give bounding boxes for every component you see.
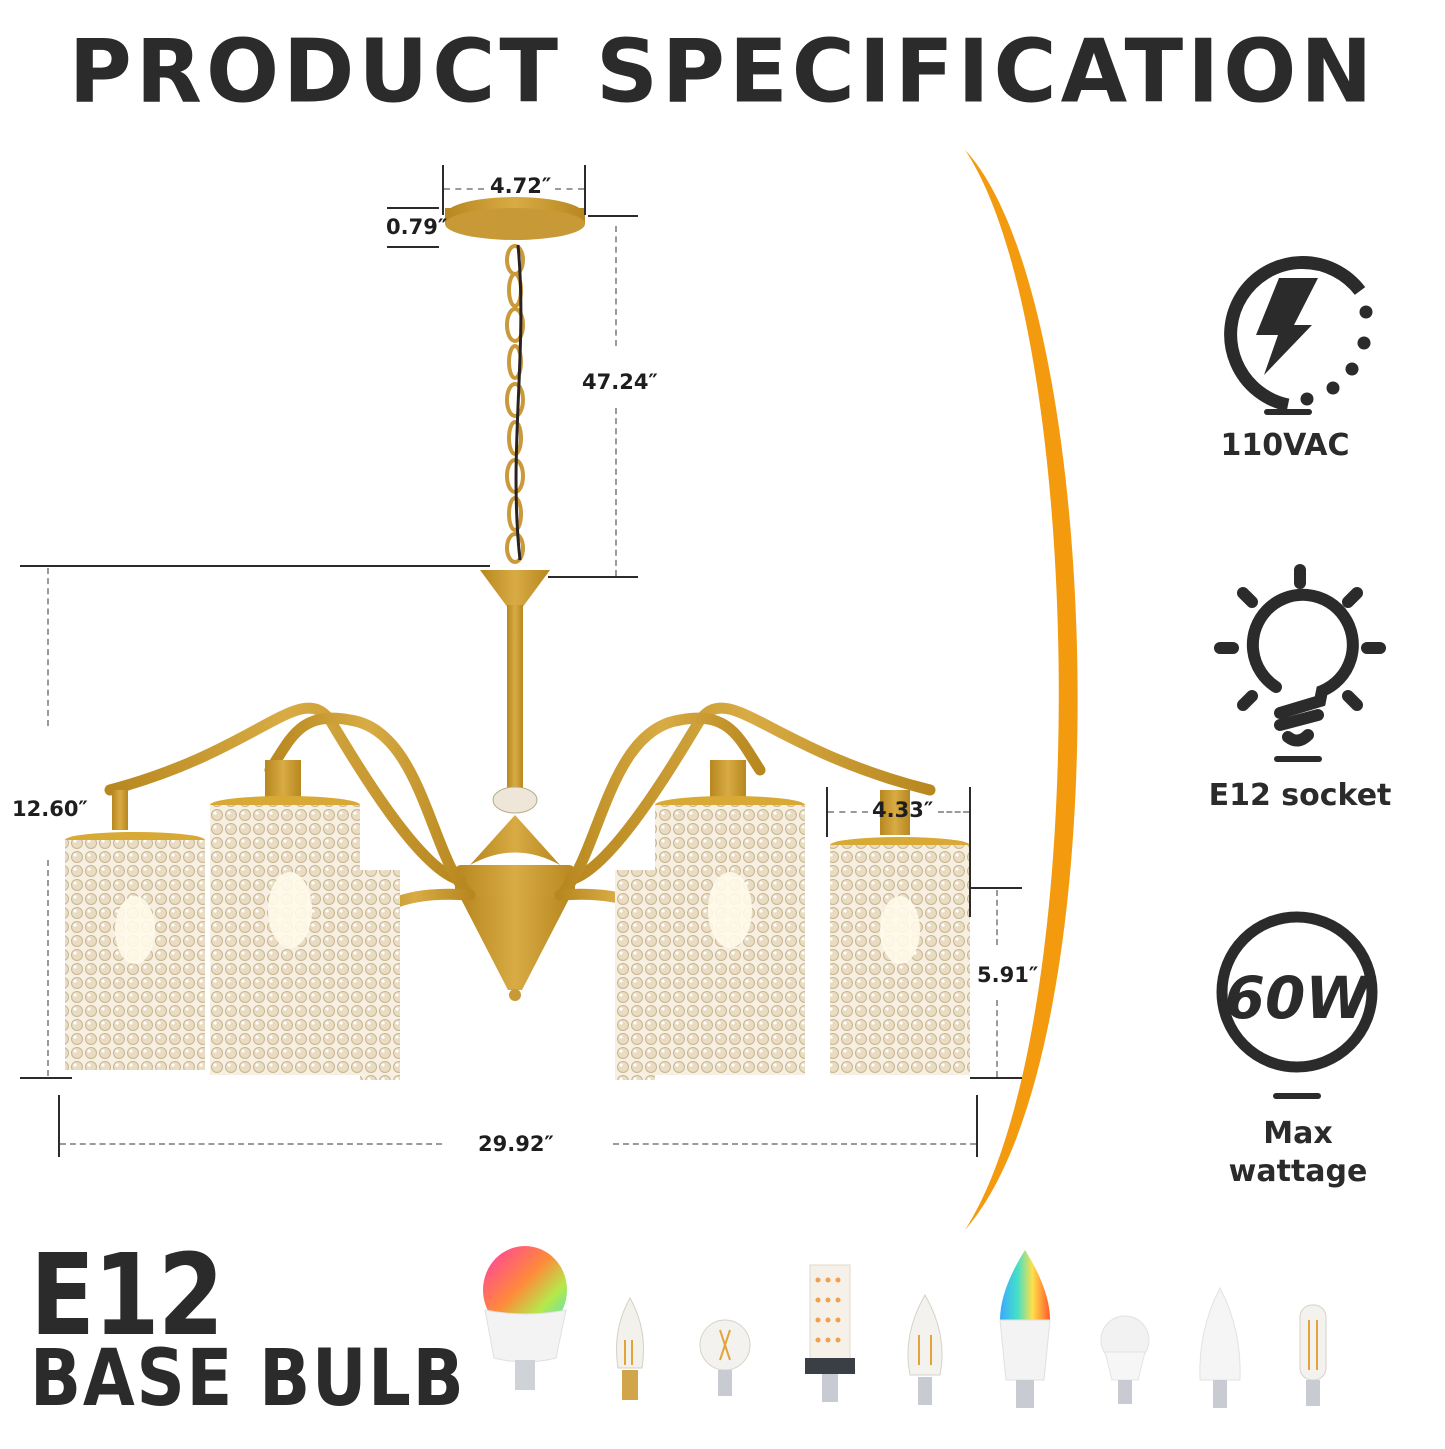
dim-line — [20, 565, 490, 567]
wattage-label-line2: wattage — [1228, 1154, 1368, 1189]
dim-line — [970, 887, 1022, 889]
crystal-shades — [65, 760, 970, 1080]
footer-heading-base-bulb: BASE BULB — [30, 1334, 466, 1424]
lightning-power-icon — [1224, 256, 1373, 415]
dim-dash — [828, 811, 868, 813]
dim-dash — [996, 890, 998, 945]
mini-globe-led-bulb — [1100, 1315, 1150, 1404]
dim-line — [969, 787, 971, 917]
dim-dash — [615, 226, 617, 346]
canopy-width-label: 4.72″ — [490, 174, 552, 198]
dim-dash — [555, 188, 584, 190]
body-height-label: 12.60″ — [12, 797, 88, 821]
dim-dash — [47, 568, 49, 726]
socket-label: E12 socket — [1208, 778, 1392, 813]
spec-voltage: 110VAC — [1180, 215, 1420, 475]
dim-line — [442, 165, 444, 215]
wattage-value: 60W — [1225, 964, 1373, 1032]
spec-wattage: 60W Max wattage — [1180, 910, 1420, 1200]
dim-dash — [60, 1143, 442, 1145]
chandelier-image — [65, 197, 970, 1080]
candle-led-bulb — [1199, 1286, 1241, 1408]
dim-line — [976, 1095, 978, 1157]
orange-crescent-decoration — [965, 150, 1078, 1230]
dim-dash — [47, 860, 49, 1076]
shade-height-label: 5.91″ — [977, 963, 1039, 987]
tubular-filament-bulb — [1299, 1304, 1327, 1406]
dim-dash — [996, 1000, 998, 1077]
spec-socket: E12 socket — [1180, 555, 1420, 815]
bulb-lineup — [470, 1240, 1445, 1445]
light-bulb-icon — [1214, 564, 1386, 762]
dim-line — [387, 207, 439, 209]
dim-line — [548, 576, 638, 578]
overall-width-label: 29.92″ — [478, 1132, 554, 1156]
dim-line — [20, 1077, 72, 1079]
globe-filament-bulb — [699, 1319, 751, 1396]
wattage-label-line1: Max — [1263, 1116, 1333, 1151]
dim-dash — [444, 188, 484, 190]
chain-length-label: 47.24″ — [582, 370, 658, 394]
flame-tip-filament-bulb — [616, 1296, 644, 1400]
dim-line — [584, 165, 586, 215]
dim-dash — [615, 408, 617, 576]
corn-led-bulb — [805, 1264, 855, 1402]
voltage-label: 110VAC — [1220, 428, 1350, 463]
dim-line — [58, 1095, 60, 1157]
dim-line — [387, 246, 439, 248]
dim-dash — [938, 811, 969, 813]
candle-filament-bulb — [907, 1293, 943, 1405]
wattage-circle-icon: 60W — [1216, 911, 1378, 1099]
page-title: PRODUCT SPECIFICATION — [68, 21, 1377, 123]
dim-line — [970, 1077, 1022, 1079]
footer-heading-e12: E12 — [30, 1231, 224, 1361]
dim-line — [826, 787, 828, 837]
canopy-height-label: 0.79″ — [386, 215, 448, 239]
shade-width-label: 4.33″ — [872, 798, 934, 822]
dim-line — [588, 215, 638, 217]
dim-dash — [613, 1143, 976, 1145]
rgb-globe-bulb — [483, 1246, 567, 1390]
rgb-candle-bulb — [999, 1250, 1051, 1408]
